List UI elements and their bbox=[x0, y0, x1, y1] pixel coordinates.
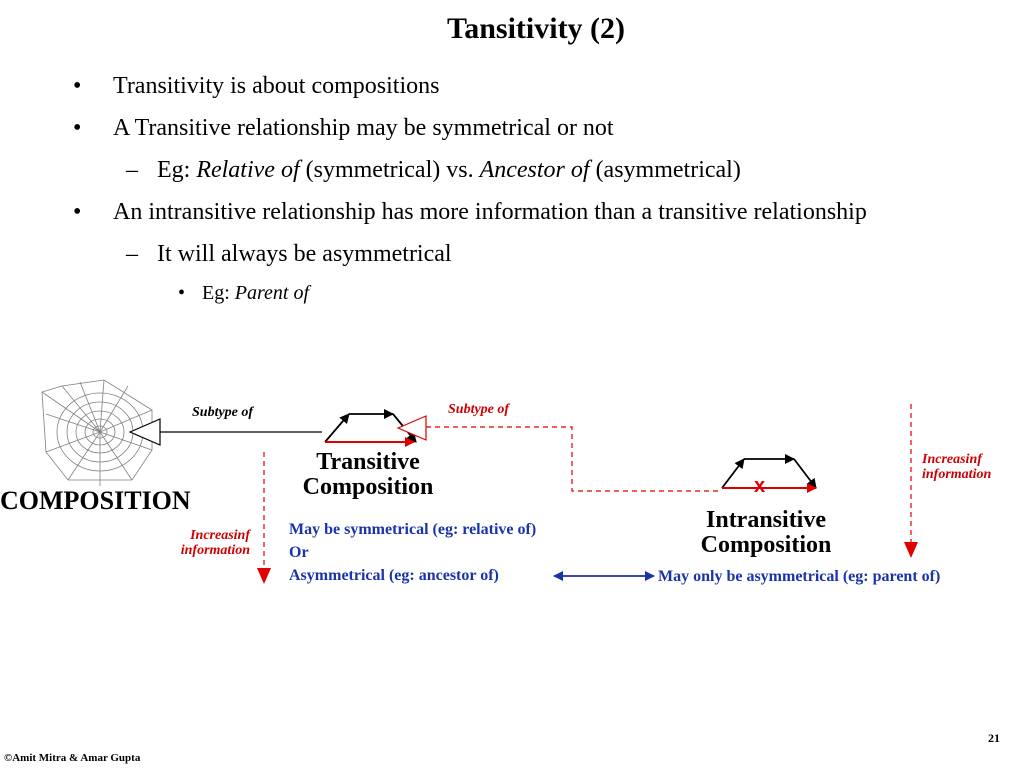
subtype-label-right: Subtype of bbox=[448, 402, 510, 417]
bullet-marker: • bbox=[73, 73, 82, 99]
note-line: Asymmetrical (eg: ancestor of) bbox=[289, 567, 499, 584]
label-line: Composition bbox=[302, 474, 434, 500]
hollow-arrowhead-right bbox=[396, 415, 427, 441]
note-line: Or bbox=[289, 544, 309, 561]
sub-bullet-item: – Eg: Relative of (symmetrical) vs. Ance… bbox=[70, 154, 900, 186]
intransitive-composition-label: Intransitive Composition bbox=[682, 508, 850, 558]
increasing-info-label-left: Increasinf information bbox=[150, 528, 250, 558]
hollow-arrowhead-left bbox=[128, 418, 161, 446]
bullet-text: An intransitive relationship has more in… bbox=[113, 199, 867, 225]
sub-bullet-item: – It will always be asymmetrical bbox=[70, 238, 900, 270]
bullet-text: A Transitive relationship may be symmetr… bbox=[113, 115, 614, 141]
bullet-item: • An intransitive relationship has more … bbox=[70, 196, 900, 228]
note-line: May be symmetrical (eg: relative of) bbox=[289, 521, 537, 538]
subtype-connector-right bbox=[396, 415, 720, 492]
sub-bullet-text: It will always be asymmetrical bbox=[157, 241, 452, 267]
label-line: Increasinf bbox=[922, 452, 982, 467]
intransitive-note: May only be asymmetrical (eg: parent of) bbox=[658, 568, 941, 585]
transitive-composition-label: Transitive Composition bbox=[286, 450, 450, 500]
bullet-item: • Transitivity is about compositions bbox=[70, 70, 900, 102]
increasing-info-arrow-left bbox=[257, 452, 271, 584]
example-mid: (symmetrical) vs. bbox=[299, 157, 480, 183]
term-ancestor-of: Ancestor of bbox=[479, 157, 590, 183]
sub-sub-bullet-item: • Eg: Parent of bbox=[70, 280, 900, 306]
page-number: 21 bbox=[988, 731, 1000, 745]
x-mark: x bbox=[754, 475, 766, 497]
label-line: information bbox=[180, 543, 250, 558]
increasing-info-arrow-right bbox=[904, 404, 918, 558]
label-line: Intransitive bbox=[706, 507, 826, 533]
transitive-note: May be symmetrical (eg: relative of) Or … bbox=[289, 518, 536, 587]
intransitive-relation-icon bbox=[721, 454, 817, 493]
term-parent-of: Parent of bbox=[234, 282, 310, 304]
label-line: Transitive bbox=[316, 449, 420, 475]
term-relative-of: Relative of bbox=[196, 157, 300, 183]
spider-web-icon bbox=[41, 379, 153, 486]
bullet-text: Transitivity is about compositions bbox=[113, 73, 440, 99]
copyright: ©Amit Mitra & Amar Gupta bbox=[4, 752, 141, 764]
label-line: information bbox=[922, 467, 992, 482]
bullet-marker: • bbox=[178, 282, 186, 304]
example-prefix: Eg: bbox=[202, 282, 235, 304]
sub-bullet-text: Eg: Relative of (symmetrical) vs. Ancest… bbox=[157, 157, 741, 183]
slide-title: Tansitivity (2) bbox=[446, 12, 626, 45]
label-line: Increasinf bbox=[190, 528, 250, 543]
dash-marker: – bbox=[126, 157, 138, 183]
bullet-marker: • bbox=[73, 199, 82, 225]
bullet-item: • A Transitive relationship may be symme… bbox=[70, 112, 900, 144]
dash-marker: – bbox=[126, 241, 138, 267]
bullet-list: • Transitivity is about compositions • A… bbox=[70, 70, 900, 306]
sub-sub-bullet-text: Eg: Parent of bbox=[202, 282, 309, 304]
example-prefix: Eg: bbox=[157, 157, 197, 183]
composition-label: COMPOSITION bbox=[0, 486, 191, 515]
example-suffix: (asymmetrical) bbox=[589, 157, 741, 183]
label-line: Composition bbox=[700, 532, 832, 558]
increasing-info-label-right: Increasinf information bbox=[922, 452, 991, 482]
bullet-marker: • bbox=[73, 115, 82, 141]
subtype-label-left: Subtype of bbox=[192, 405, 254, 420]
